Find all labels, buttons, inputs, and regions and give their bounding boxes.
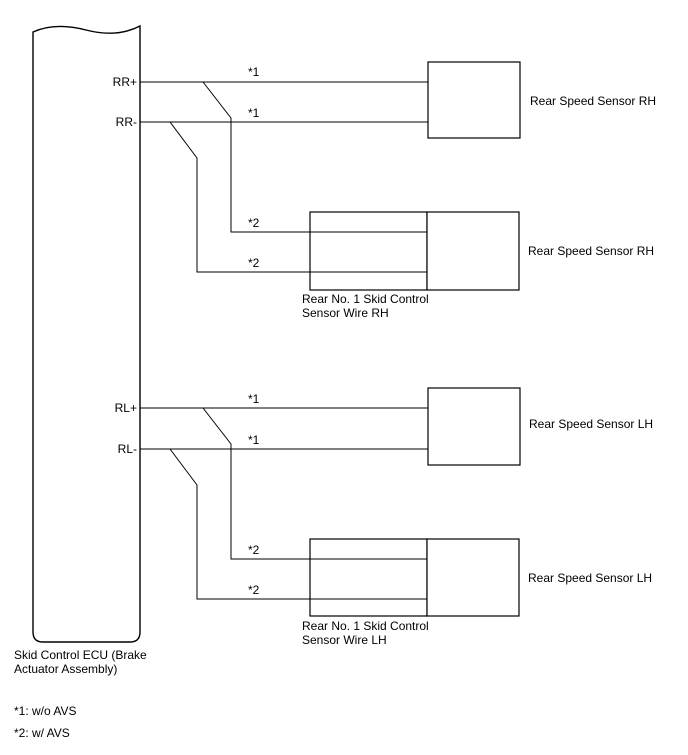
sensor-lh-box-1 (427, 387, 521, 466)
label-sensor-rh-1: Rear Speed Sensor RH (530, 94, 656, 108)
mark-rl-minus-1: *1 (248, 433, 260, 447)
mark-rl-plus-2: *2 (248, 543, 260, 557)
sensor-rh-box-1 (427, 61, 521, 139)
pin-rr-plus: RR+ (113, 75, 137, 89)
mark-rr-plus-1: *1 (248, 65, 260, 79)
pin-rr-minus: RR- (116, 115, 137, 129)
ecu-label-line2: Actuator Assembly) (14, 662, 117, 676)
mark-rl-minus-2: *2 (248, 583, 260, 597)
ecu-body (32, 24, 141, 643)
label-sensor-wire-rh-line1: Rear No. 1 Skid Control (302, 292, 429, 306)
sensor-wire-lh-box (309, 538, 428, 617)
sensor-rh-box-2 (426, 211, 520, 291)
label-sensor-lh-1: Rear Speed Sensor LH (529, 417, 653, 431)
label-sensor-rh-2: Rear Speed Sensor RH (528, 244, 654, 258)
pin-rl-plus: RL+ (115, 401, 137, 415)
mark-rl-plus-1: *1 (248, 392, 260, 406)
label-sensor-wire-lh-line1: Rear No. 1 Skid Control (302, 619, 429, 633)
mark-rr-minus-2: *2 (248, 256, 260, 270)
legend-note-2: *2: w/ AVS (14, 726, 70, 740)
ecu-label-line1: Skid Control ECU (Brake (14, 648, 147, 662)
label-sensor-wire-rh-line2: Sensor Wire RH (302, 306, 389, 320)
label-sensor-lh-2: Rear Speed Sensor LH (528, 571, 652, 585)
wire-rr-minus-branch (169, 121, 310, 273)
pin-rl-minus: RL- (118, 442, 137, 456)
wire-rr-plus-branch (202, 81, 310, 233)
label-sensor-wire-lh-line2: Sensor Wire LH (302, 633, 387, 647)
legend-note-1: *1: w/o AVS (14, 704, 76, 718)
wire-rl-plus-branch (202, 407, 310, 560)
wire-rl-minus-branch (169, 448, 310, 600)
sensor-lh-box-2 (426, 538, 520, 617)
sensor-wire-rh-box (309, 211, 428, 291)
mark-rr-plus-2: *2 (248, 216, 260, 230)
mark-rr-minus-1: *1 (248, 106, 260, 120)
